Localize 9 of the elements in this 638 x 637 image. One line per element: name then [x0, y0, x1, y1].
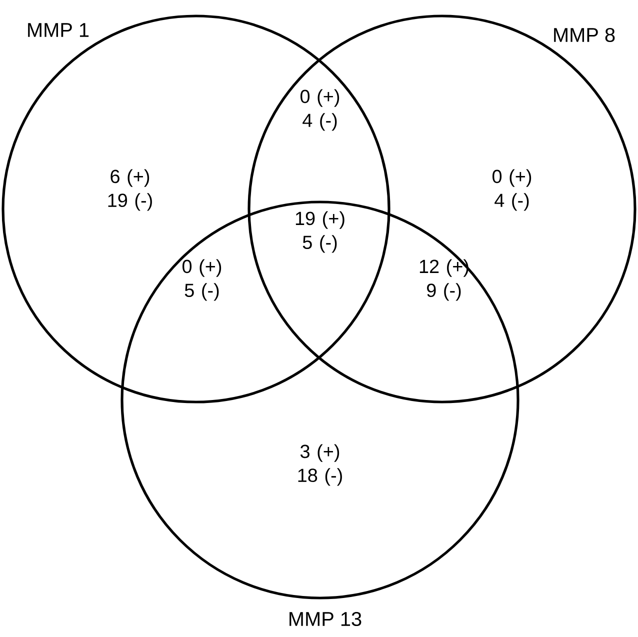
set-label: MMP 1	[28, 23, 89, 37]
region-count: 3 (+) 18 (-)	[298, 444, 342, 486]
region-count: 0 (+) 4 (-)	[492, 169, 532, 211]
region-count: 6 (+) 19 (-)	[108, 169, 152, 211]
region-count: 0 (+) 5 (-)	[182, 259, 222, 301]
set-label: MMP 13	[290, 612, 362, 626]
region-count: 0 (+) 4 (-)	[300, 89, 340, 131]
region-count: 19 (+) 5 (-)	[296, 211, 344, 253]
set-label: MMP 8	[554, 28, 615, 42]
